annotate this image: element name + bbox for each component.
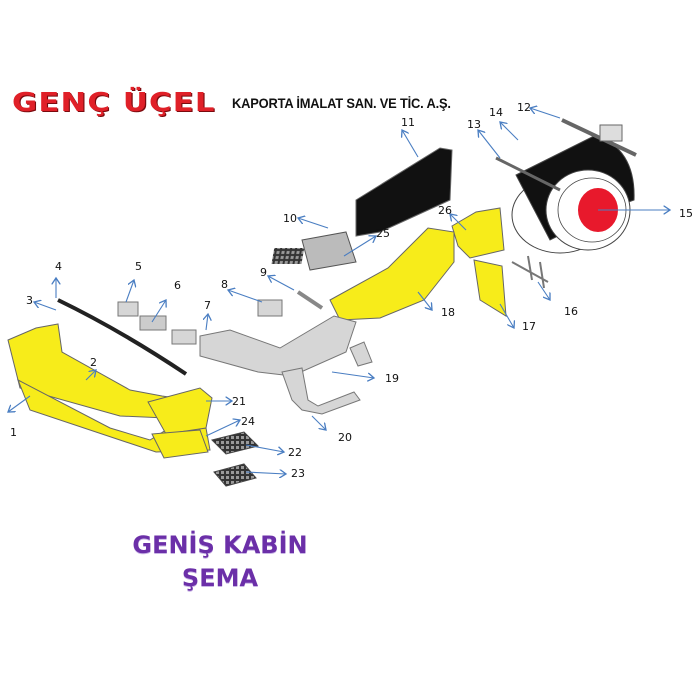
part-label: 5 [135, 260, 142, 273]
part-label: 8 [221, 278, 228, 291]
part-labels: 1 2 3 4 5 6 7 8 9 10 11 12 13 14 15 16 1… [10, 101, 693, 480]
part-label: 25 [376, 227, 390, 240]
part-12-bracket-bar [561, 118, 637, 157]
part-13-bracket-bar [495, 156, 561, 192]
part-label: 4 [55, 260, 62, 273]
part-label: 20 [338, 431, 352, 444]
part-11-panel [355, 147, 453, 237]
part-label: 23 [291, 467, 305, 480]
part-26-fender-panel [451, 207, 505, 259]
part-label: 1 [10, 426, 17, 439]
part-6-plate [139, 315, 197, 345]
part-24-end-piece [151, 429, 209, 459]
part-18-side-panel [329, 227, 455, 321]
part-25-step [271, 231, 357, 271]
part-label: 3 [26, 294, 33, 307]
part-label: 16 [564, 305, 578, 318]
company-name: KAPORTA İMALAT SAN. VE TİC. A.Ş. [232, 95, 451, 111]
part-label: 21 [232, 395, 246, 408]
part-label: 26 [438, 204, 452, 217]
part-label: 7 [204, 299, 211, 312]
part-label: 19 [385, 372, 399, 385]
part-label: 6 [174, 279, 181, 292]
part-8-bracket [257, 299, 283, 317]
part-label: 12 [517, 101, 531, 114]
part-label: 10 [283, 212, 297, 225]
part-22-step-plate [211, 431, 259, 455]
part-16-bracket [511, 255, 549, 289]
part-21-end-piece [147, 387, 213, 435]
part-label: 22 [288, 446, 302, 459]
part-15-wheel [511, 134, 635, 254]
part-20-bracket [281, 367, 361, 415]
part-label: 11 [401, 116, 415, 129]
part-label: 9 [260, 266, 267, 279]
part-label: 2 [90, 356, 97, 369]
part-7-frame [199, 315, 357, 377]
brand-logo: GENÇ ÜÇEL [12, 88, 216, 118]
part-23-step-plate [213, 463, 257, 487]
part-label: 14 [489, 106, 503, 119]
diagram-title-line1: GENİŞ KABİN [132, 531, 308, 559]
part-label: 15 [679, 207, 693, 220]
part-label: 17 [522, 320, 536, 333]
leader-arrows [8, 108, 670, 474]
part-9-strip [296, 290, 324, 310]
part-19-bracket [349, 341, 373, 367]
part-label: 13 [467, 118, 481, 131]
diagram-title-line2: ŞEMA [181, 564, 259, 592]
part-label: 18 [441, 306, 455, 319]
part-17-plate [473, 259, 507, 317]
part-5-bracket [117, 301, 139, 317]
part-label: 24 [241, 415, 255, 428]
part-4-grille-strip [57, 298, 188, 376]
